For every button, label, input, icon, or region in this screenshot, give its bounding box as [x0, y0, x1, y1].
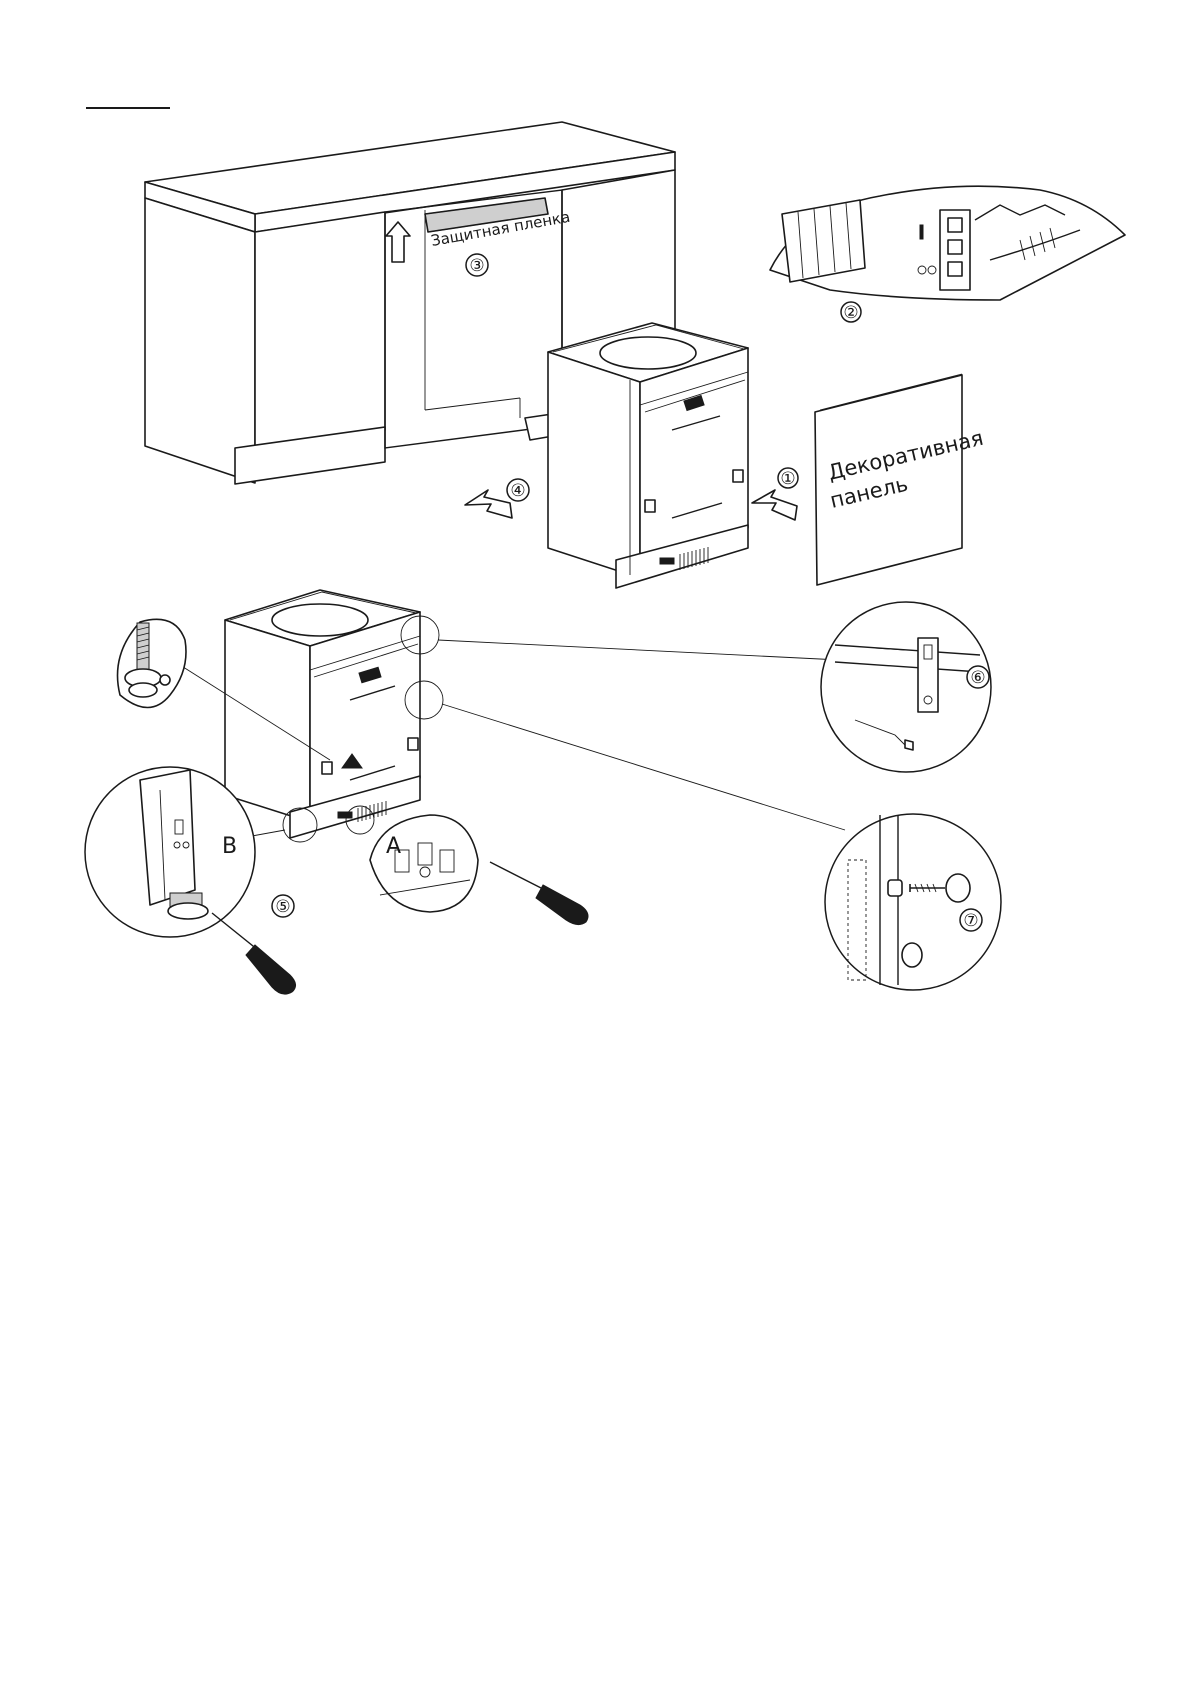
detail-7: ⑦ — [825, 814, 1001, 990]
detail-6: ⑥ — [821, 602, 991, 772]
step-3-number: ③ — [469, 256, 484, 276]
step-4-arrow-icon — [465, 490, 512, 518]
detail-a-label: A — [386, 834, 401, 859]
detail-leg — [118, 619, 187, 707]
detail-2: ② — [770, 186, 1125, 323]
film-arrow-icon — [386, 222, 410, 262]
detail-a: A — [370, 815, 588, 925]
detail-b-label: B — [222, 834, 237, 859]
step-7-number: ⑦ — [963, 911, 978, 931]
dishwasher-bottom — [225, 590, 443, 842]
step-1-number: ① — [780, 469, 795, 489]
step-1-arrow-icon — [752, 490, 797, 520]
step-4-number: ④ — [510, 481, 525, 501]
step-6-number: ⑥ — [970, 668, 985, 688]
step-2-number: ② — [843, 303, 858, 323]
step-5-number: ⑤ — [275, 897, 290, 917]
dishwasher-top — [548, 323, 748, 588]
decorative-panel: Декоративная панель — [815, 374, 986, 585]
